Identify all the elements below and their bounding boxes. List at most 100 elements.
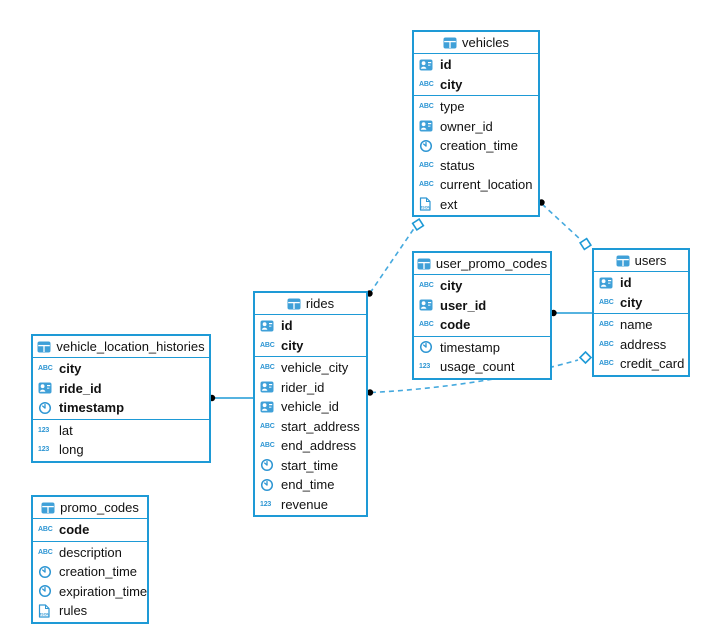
text-icon: ABC (260, 341, 275, 349)
table-title: rides (305, 296, 335, 311)
text-icon: ABC (260, 442, 275, 450)
table-header[interactable]: user_promo_codes (414, 253, 550, 275)
column-row[interactable]: creation_time (33, 562, 147, 582)
text-icon: ABC (260, 422, 275, 430)
column-row[interactable]: rules (33, 601, 147, 621)
table-title: user_promo_codes (435, 256, 548, 271)
number-icon: 123 (38, 426, 50, 434)
relation-vehicles-rides[interactable] (366, 218, 425, 297)
uuid-icon (38, 382, 54, 394)
column-row[interactable]: end_time (255, 475, 366, 495)
column-row[interactable]: rider_id (255, 378, 366, 398)
text-icon: ABC (419, 321, 434, 329)
uuid-icon (419, 120, 435, 132)
table-title: promo_codes (60, 500, 139, 515)
column-row[interactable]: id (414, 55, 538, 75)
text-icon: ABC (419, 282, 434, 290)
column-row[interactable]: timestamp (414, 338, 550, 358)
number-icon: 123 (38, 446, 50, 454)
relation-user_promo_codes-users[interactable] (550, 309, 592, 317)
text-icon: ABC (599, 321, 614, 329)
table-header[interactable]: rides (255, 293, 366, 315)
text-icon: ABC (419, 161, 434, 169)
column-row[interactable]: expiration_time (33, 582, 147, 602)
relation-vehicles-users[interactable] (538, 199, 592, 251)
table-title: vehicles (462, 35, 509, 50)
relation-vehicle_location_histories-rides[interactable] (208, 394, 253, 402)
uuid-icon (260, 381, 276, 393)
table-icon (37, 341, 51, 353)
uuid-icon (419, 59, 435, 71)
column-row[interactable]: ext (414, 195, 538, 215)
clock-icon (38, 565, 54, 579)
text-icon: ABC (260, 364, 275, 372)
column-row[interactable]: start_time (255, 456, 366, 476)
column-row[interactable]: user_id (414, 296, 550, 316)
uuid-icon (260, 320, 276, 332)
clock-icon (260, 458, 276, 472)
uuid-icon (599, 277, 615, 289)
text-icon: ABC (419, 181, 434, 189)
table-header[interactable]: users (594, 250, 688, 272)
relation-diamond-marker (578, 350, 593, 365)
text-icon: ABC (419, 103, 434, 111)
number-icon: 123 (419, 363, 431, 371)
json-icon (38, 604, 54, 618)
table-icon (443, 37, 457, 49)
column-row[interactable]: creation_time (414, 136, 538, 156)
clock-icon (419, 340, 435, 354)
column-row[interactable]: owner_id (414, 117, 538, 137)
text-icon: ABC (599, 298, 614, 306)
table-header[interactable]: vehicle_location_histories (33, 336, 209, 358)
column-row[interactable]: id (255, 316, 366, 336)
uuid-icon (260, 401, 276, 413)
table-icon (287, 298, 301, 310)
table-header[interactable]: vehicles (414, 32, 538, 54)
table-title: users (634, 253, 667, 268)
column-row[interactable]: timestamp (33, 398, 209, 418)
column-row[interactable]: id (594, 273, 688, 293)
text-icon: ABC (38, 365, 53, 373)
relation-rides-users[interactable] (366, 350, 593, 396)
text-icon: ABC (419, 80, 434, 88)
table-header[interactable]: promo_codes (33, 497, 147, 519)
column-row[interactable]: ride_id (33, 379, 209, 399)
table-icon (41, 502, 55, 514)
column-row[interactable]: vehicle_id (255, 397, 366, 417)
